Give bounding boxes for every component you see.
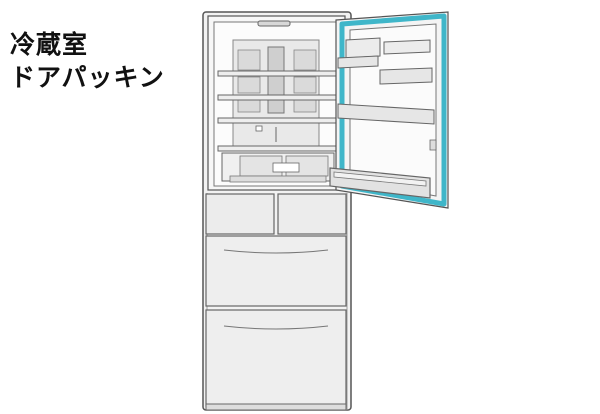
door-gasket-highlight xyxy=(339,13,447,207)
caption: 冷蔵室 ドアパッキン xyxy=(10,28,165,94)
fridge-drawers xyxy=(205,193,347,411)
fridge-door xyxy=(329,11,449,209)
fridge-compartment xyxy=(207,15,346,191)
caption-line-2: ドアパッキン xyxy=(10,63,165,92)
caption-line-1: 冷蔵室 xyxy=(10,30,89,59)
